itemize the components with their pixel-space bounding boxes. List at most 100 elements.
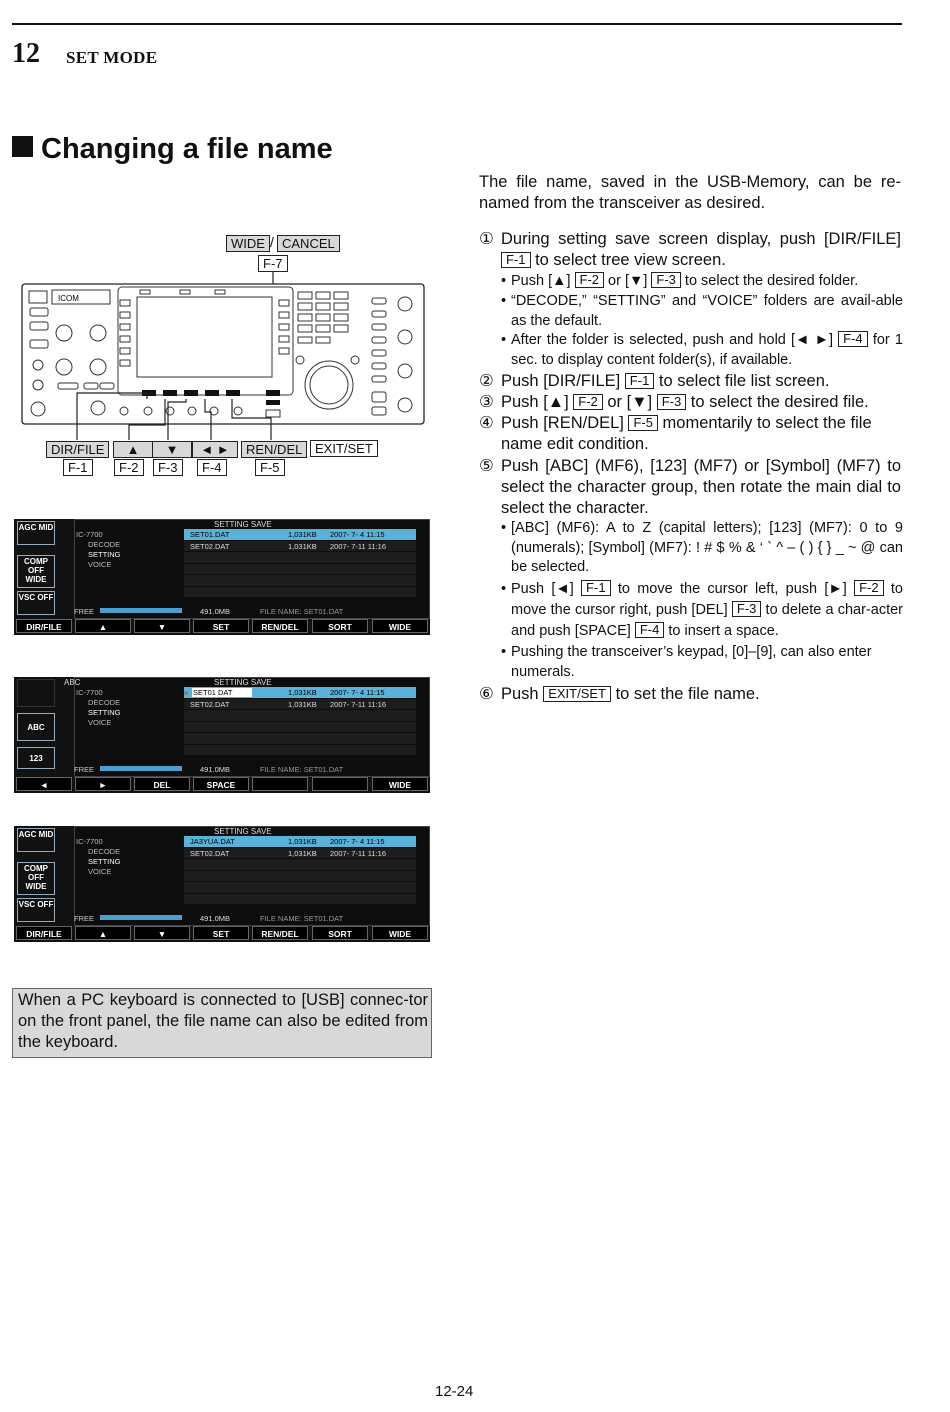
fkey-up[interactable]: ▲ <box>75 619 131 633</box>
screen-title: SETTING SAVE <box>214 520 272 529</box>
sub-bullet: •[ABC] (MF6): A to Z (capital letters); … <box>501 520 903 575</box>
free-label: FREE <box>74 607 95 616</box>
side-button: COMP OFF WIDE <box>17 555 55 588</box>
key-badge: F-1 <box>624 373 655 389</box>
header-rule <box>12 23 902 25</box>
side-button: 123 <box>17 747 55 769</box>
f2-key-label: F-2 <box>114 459 144 476</box>
side-button: AGC MID <box>17 828 55 852</box>
fkey-wide[interactable]: WIDE <box>372 619 428 633</box>
fkey-blank[interactable] <box>252 777 308 791</box>
side-button: VSC OFF <box>17 591 55 615</box>
fkey-ren-del[interactable]: REN/DEL <box>252 619 308 633</box>
step-4: ④ Push [REN/DEL] F-5 momentarily to sele… <box>479 414 872 453</box>
step-2: ② Push [DIR/FILE] F-1 to select file lis… <box>479 372 830 390</box>
side-button: VSC OFF <box>17 898 55 922</box>
cursor-arrow-icon: » <box>184 688 189 697</box>
key-badge: F-3 <box>656 394 687 410</box>
step-3: ③ Push [▲] F-2 or [▼] F-3 to select the … <box>479 393 869 411</box>
step-6: ⑥ Push EXIT/SET to set the file name. <box>479 685 760 703</box>
sub-bullet: •“DECODE,” “SETTING” and “VOICE” folders… <box>501 293 903 329</box>
key-badge: F-5 <box>628 415 658 431</box>
file-name-readout: FILE NAME: SET01.DAT <box>260 607 344 616</box>
side-button: COMP OFF WIDE <box>17 862 55 895</box>
key-badge: F-4 <box>634 622 665 638</box>
free-value: 491.0MB <box>200 765 231 774</box>
fkey-down[interactable]: ▼ <box>134 926 190 940</box>
page-number: 12-24 <box>435 1383 474 1400</box>
exit-set-key-label: EXIT/SET <box>310 440 378 457</box>
screen-tree-view: AGC MID COMP OFF WIDE VSC OFF SETTING SA… <box>14 519 430 635</box>
file-name-readout: FILE NAME: SET01.DAT <box>260 914 344 923</box>
key-badge: F-2 <box>574 272 605 288</box>
f3-key-label: F-3 <box>153 459 183 476</box>
free-label: FREE <box>74 914 95 923</box>
screen-title: SETTING SAVE <box>214 827 272 836</box>
left-right-key-label: ◄ ► <box>192 441 238 458</box>
sub-bullet: •Pushing the transceiver’s keypad, [0]–[… <box>501 644 872 680</box>
chapter-number: 12 <box>12 38 40 69</box>
fkey-space[interactable]: SPACE <box>193 777 249 791</box>
folder-tree: IC-7700 DECODE SETTING VOICE <box>76 688 121 727</box>
fkey-set[interactable]: SET <box>193 619 249 633</box>
section-title-text: Changing a file name <box>41 133 333 165</box>
step-number: ① <box>479 230 494 248</box>
sub-bullet: •Push [▲] F-2 or [▼] F-3 to select the d… <box>501 272 859 289</box>
step-text: During setting save screen display, push… <box>501 230 901 269</box>
fkey-dir-file[interactable]: DIR/FILE <box>16 619 72 633</box>
chapter-title: SET MODE <box>66 48 158 67</box>
fkey-sort[interactable]: SORT <box>312 926 368 940</box>
brand-logo: ICOM <box>58 294 79 303</box>
f1-key-label: F-1 <box>63 459 93 476</box>
key-badge: F-3 <box>731 601 762 617</box>
square-bullet-icon <box>12 136 33 157</box>
side-button: ABC <box>17 713 55 741</box>
cancel-key-label: CANCEL <box>277 235 340 252</box>
step-1: ① During setting save screen display, pu… <box>479 229 903 271</box>
side-button <box>17 679 55 707</box>
char-group-indicator: ABC <box>64 678 81 687</box>
fkey-wide[interactable]: WIDE <box>372 926 428 940</box>
fkey-dir-file[interactable]: DIR/FILE <box>16 926 72 940</box>
fkey-up[interactable]: ▲ <box>75 926 131 940</box>
key-badge: EXIT/SET <box>543 686 611 702</box>
fkey-down[interactable]: ▼ <box>134 619 190 633</box>
fkey-ren-del[interactable]: REN/DEL <box>252 926 308 940</box>
down-key-label: ▼ <box>152 441 192 458</box>
file-name-readout: FILE NAME: SET01.DAT <box>260 765 344 774</box>
key-badge: F-4 <box>838 331 868 347</box>
transceiver-diagram: WIDE / CANCEL F-7 ICOM <box>0 0 460 480</box>
fkey-wide[interactable]: WIDE <box>372 777 428 791</box>
intro-paragraph: The file name, saved in the USB-Memory, … <box>479 173 901 212</box>
f5-key-label: F-5 <box>255 459 285 476</box>
free-space-bar <box>100 608 182 613</box>
sub-bullet: •After the folder is selected, push and … <box>501 331 903 368</box>
sub-bullet: •Push [◄] F-1 to move the cursor left, p… <box>501 580 903 639</box>
side-button: AGC MID <box>17 521 55 545</box>
free-space-bar <box>100 915 182 920</box>
free-value: 491.0MB <box>200 607 231 616</box>
screen-renamed: AGC MID COMP OFF WIDE VSC OFF SETTING SA… <box>14 826 430 942</box>
folder-tree: IC-7700 DECODE SETTING VOICE <box>76 530 121 569</box>
screen-title: SETTING SAVE <box>214 678 272 687</box>
fkey-cursor-right[interactable]: ► <box>75 777 131 791</box>
wide-key-label: WIDE <box>226 235 270 252</box>
fkey-sort[interactable]: SORT <box>312 619 368 633</box>
fkey-cursor-left[interactable]: ◄ <box>16 777 72 791</box>
fkey-blank[interactable] <box>312 777 368 791</box>
fkey-set[interactable]: SET <box>193 926 249 940</box>
key-badge: F-2 <box>573 394 603 410</box>
keyboard-note: When a PC keyboard is connected to [USB]… <box>12 988 432 1058</box>
section-title: Changing a file name <box>12 133 333 166</box>
key-badge: F-1 <box>501 252 531 268</box>
fkey-del[interactable]: DEL <box>134 777 190 791</box>
dir-file-key-label: DIR/FILE <box>46 441 110 458</box>
